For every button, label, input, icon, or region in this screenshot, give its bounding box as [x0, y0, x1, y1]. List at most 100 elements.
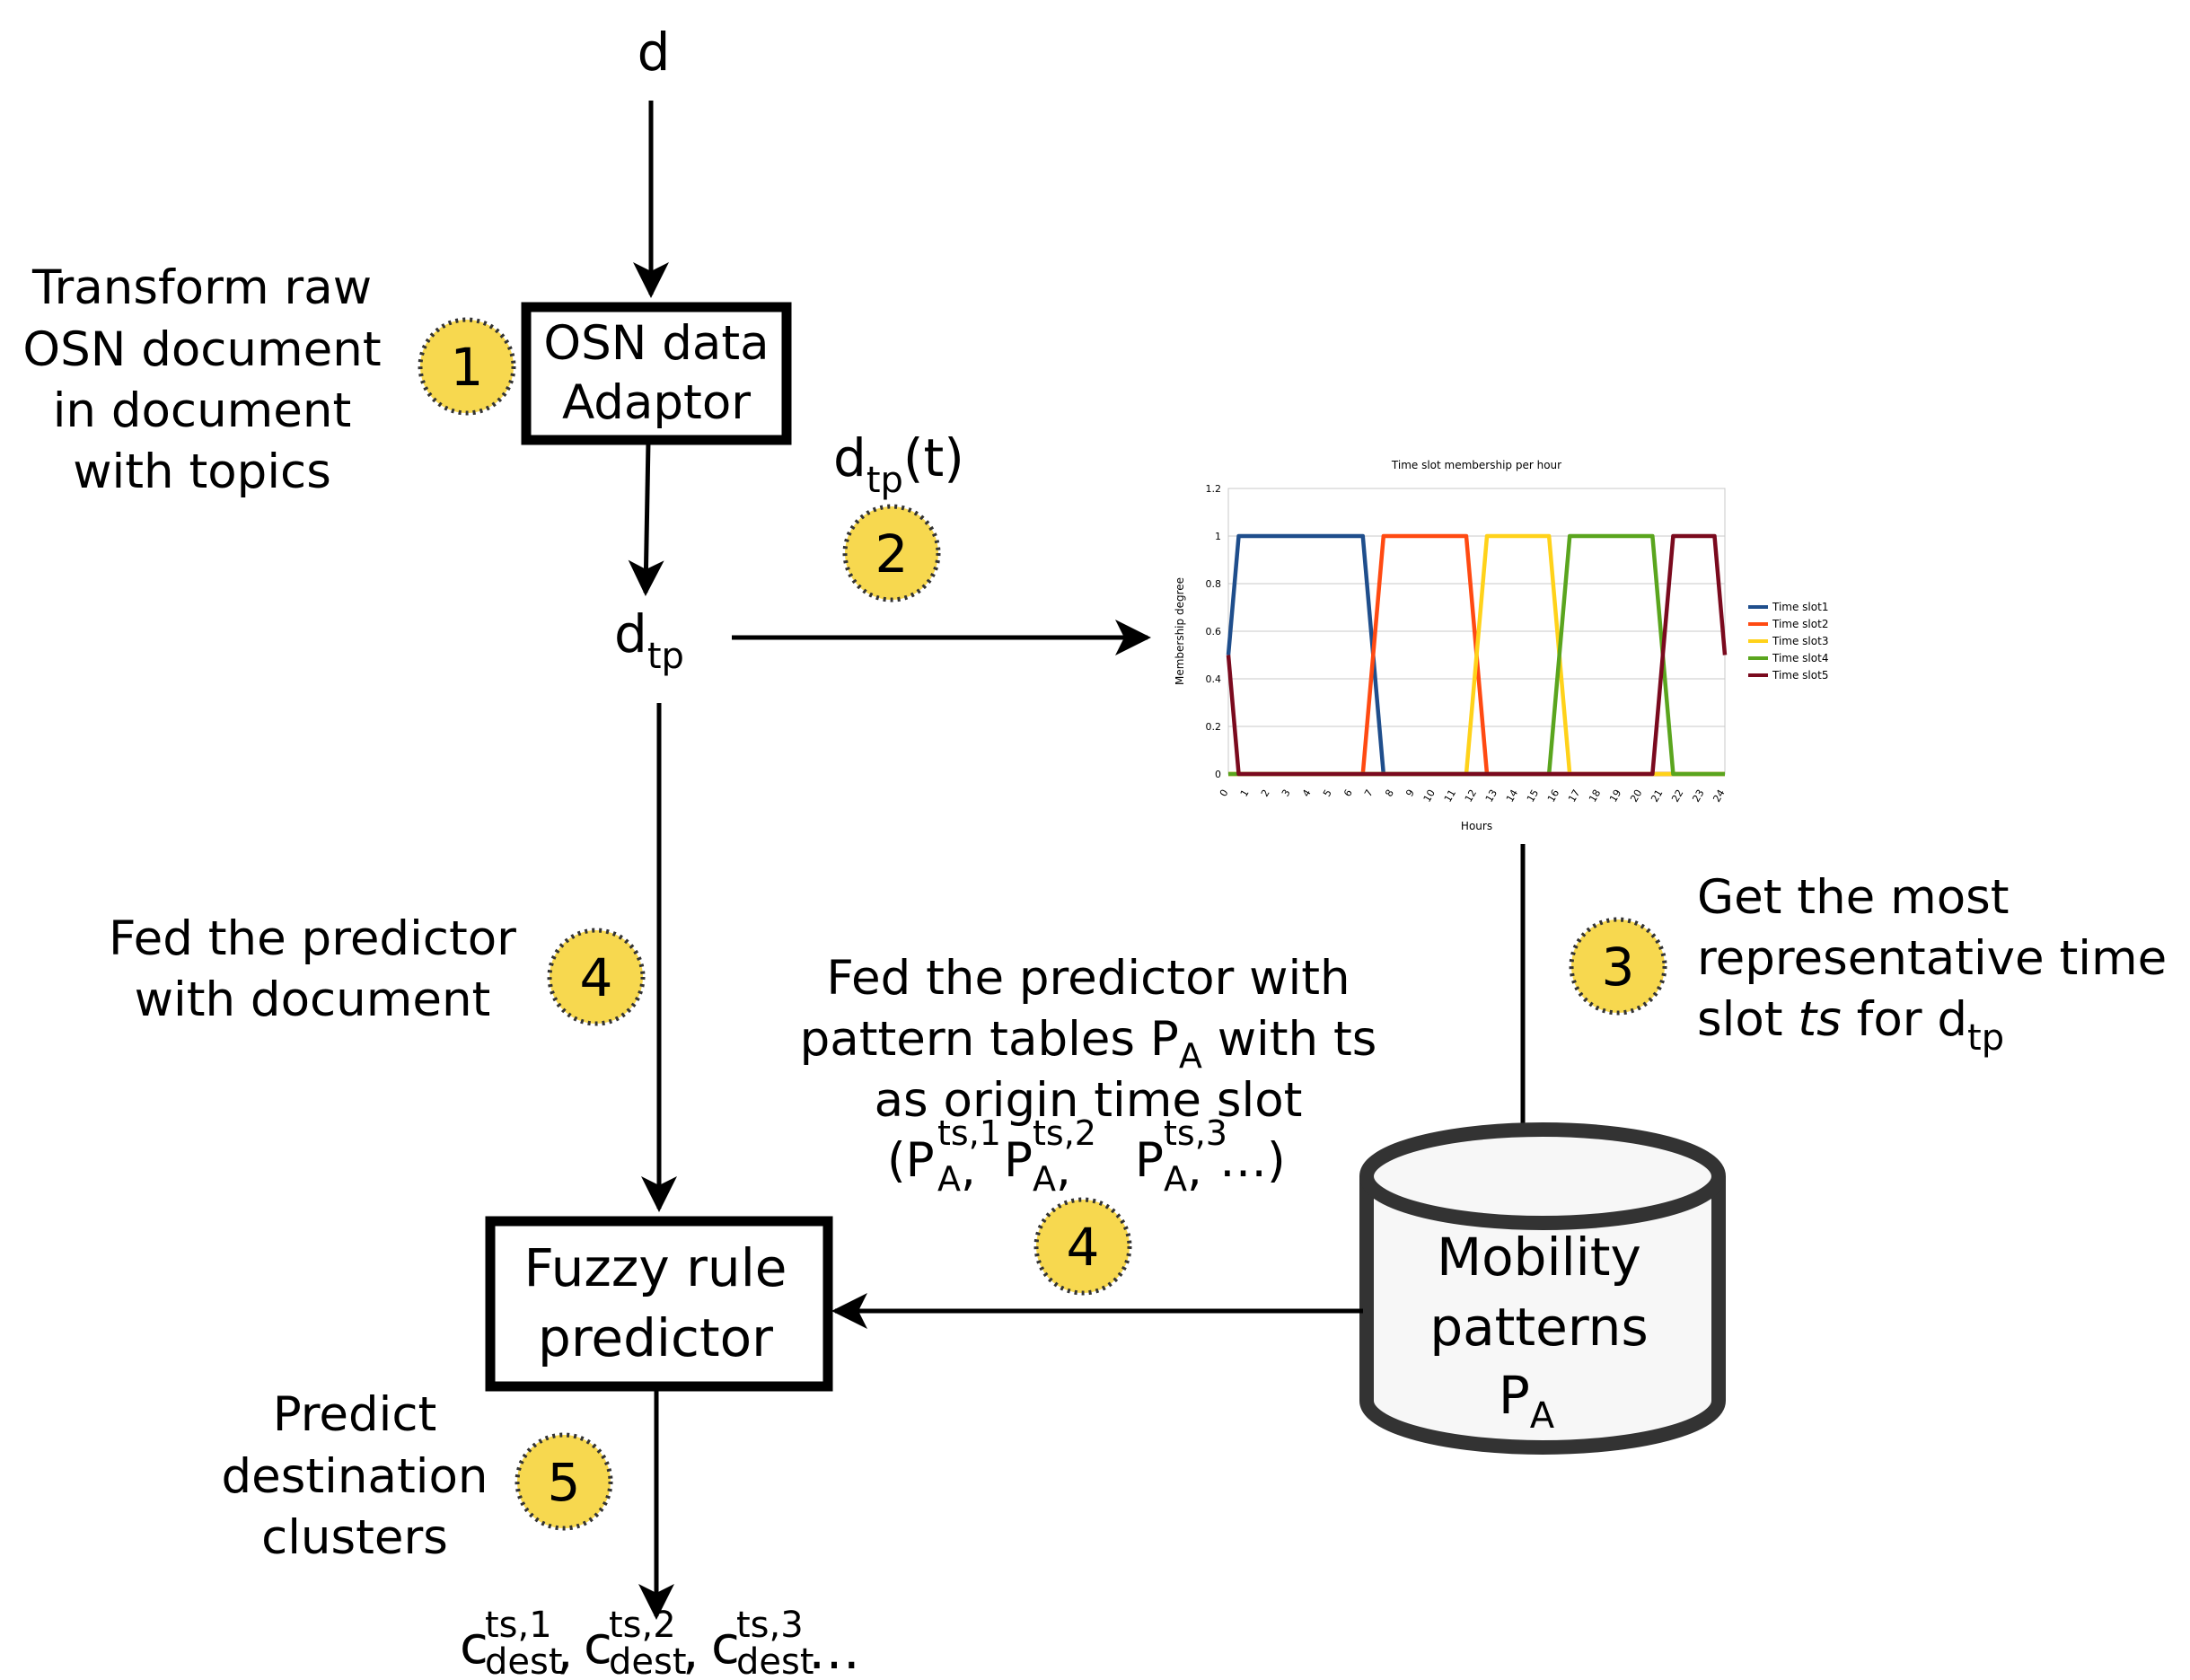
chart-x-tick-label: 24 [1711, 787, 1727, 805]
step-badge-1: 1 [418, 317, 516, 416]
chart-x-tick-label: 6 [1341, 787, 1355, 799]
membership-chart: Time slot membership per hour 0 0.2 0.4 0.6… [1174, 459, 1828, 832]
step5-text-line3: clusters [261, 1510, 448, 1565]
cylinder-body [1359, 1176, 1726, 1455]
dtp-t-arg: (t) [903, 427, 964, 488]
chart-x-tick-label: 22 [1669, 787, 1685, 805]
step3-text-for: for d [1842, 992, 1967, 1047]
step3-description: Get the most representative time slot ts… [1697, 870, 2167, 1059]
step4a-text-line1: Fed the predictor [109, 911, 516, 966]
arrow-adaptor-to-dtp [628, 441, 664, 596]
dtp-t-sub: tp [866, 460, 903, 501]
output-c3-sub: dest [736, 1641, 814, 1680]
step-badge-3-circle [1569, 917, 1667, 1016]
pattern-sup-1: ts,1 [937, 1113, 1001, 1153]
chart-y-tick-label: 0 [1215, 769, 1221, 780]
dtp-node: dtp [614, 603, 684, 677]
cylinder-top [1359, 1122, 1726, 1230]
adaptor-box [521, 302, 792, 445]
chart-x-tick-label: 11 [1442, 787, 1458, 805]
step1-text-line4: with topics [73, 444, 331, 499]
output-tail: … [808, 1620, 860, 1680]
step-badge-2: 2 [842, 504, 941, 603]
step4a-text-line2: with document [135, 972, 491, 1027]
step-badge-5: 5 [515, 1432, 613, 1531]
output-c3: c [711, 1614, 740, 1676]
step4b-text-line2: pattern tables PA with ts [800, 1012, 1377, 1076]
mobility-label-line2: patterns [1429, 1297, 1648, 1358]
pattern-sub-2: A [1033, 1159, 1056, 1199]
step4b-text-line3: as origin time slot [875, 1073, 1303, 1128]
chart-x-tick-label: 8 [1383, 787, 1396, 799]
chart-x-tick-label: 7 [1362, 787, 1376, 799]
dtp-t-base: d [833, 427, 866, 488]
output-c2: c [584, 1614, 612, 1676]
step3-text-slot: slot [1697, 992, 1798, 1047]
step3-text-line1: Get the most [1697, 870, 2010, 925]
step-badge-4b-circle [1033, 1197, 1132, 1296]
chart-x-tick-label: 15 [1525, 787, 1541, 805]
step5-text-line1: Predict [273, 1387, 437, 1442]
chart-x-tick-label: 21 [1649, 787, 1665, 805]
output-c3-sup: ts,3 [736, 1605, 804, 1646]
step1-description: Transform raw OSN document in document w… [22, 260, 381, 499]
step5-text-line2: destination [222, 1449, 488, 1504]
step-badge-2-label: 2 [875, 523, 909, 585]
chart-x-tick-label: 14 [1504, 787, 1520, 805]
output-c2-sup: ts,2 [609, 1605, 676, 1646]
step-badge-4a-label: 4 [580, 947, 613, 1008]
chart-x-tick-label: 16 [1545, 787, 1561, 805]
pattern-close: …) [1219, 1133, 1286, 1188]
chart-legend-label: Time slot5 [1772, 669, 1828, 682]
predictor-label-line2: predictor [538, 1307, 773, 1368]
mobility-label-line1: Mobility [1437, 1227, 1641, 1288]
pattern-comma-1: , [961, 1142, 976, 1197]
chart-x-tick-label: 12 [1463, 787, 1479, 805]
dtp-t-label: dtp(t) [833, 427, 964, 501]
chart-y-tick-label: 0.8 [1206, 578, 1222, 590]
predictor-label-line1: Fuzzy rule [523, 1237, 787, 1298]
output-sep-1: , [557, 1620, 573, 1680]
chart-y-axis-label: Membership degree [1174, 577, 1186, 685]
step1-text-line1: Transform raw [31, 260, 372, 315]
output-c2-sub: dest [609, 1641, 687, 1680]
chart-x-tick-label: 13 [1483, 787, 1500, 805]
pattern-p-2: P [1004, 1133, 1033, 1188]
chart-y-ticks: 0 0.2 0.4 0.6 0.8 1 1.2 [1206, 483, 1222, 780]
pattern-sub-1: A [937, 1159, 961, 1199]
step-badge-5-label: 5 [548, 1452, 581, 1513]
chart-y-tick-label: 0.6 [1206, 626, 1222, 638]
predictor-node: Fuzzy rule predictor [485, 1216, 833, 1392]
chart-x-tick-label: 10 [1421, 787, 1438, 805]
step-badge-4b-label: 4 [1067, 1217, 1100, 1278]
step4b-text-pattern: pattern tables P [800, 1012, 1179, 1067]
chart-y-tick-label: 0.2 [1206, 721, 1222, 733]
chart-x-tick-label: 2 [1259, 787, 1272, 799]
pattern-sup-3: ts,3 [1164, 1113, 1227, 1153]
step-badge-2-circle [842, 504, 941, 603]
chart-x-tick-label: 23 [1690, 787, 1706, 805]
chart-x-tick-label: 0 [1218, 787, 1231, 799]
adaptor-node: OSN data Adaptor [521, 302, 792, 445]
chart-y-tick-label: 1.2 [1206, 483, 1222, 495]
step4b-pattern-list: (P ts,1 A , P ts,2 A , P ts,3 A , …) [887, 1113, 1286, 1199]
step1-text-line3: in document [53, 383, 352, 438]
chart-y-tick-label: 0.4 [1206, 673, 1222, 685]
step-badge-4a: 4 [547, 928, 646, 1026]
chart-title: Time slot membership per hour [1391, 459, 1561, 471]
chart-y-tick-label: 1 [1215, 531, 1221, 542]
step1-text-line2: OSN document [22, 322, 381, 377]
step-badge-1-circle [418, 317, 516, 416]
chart-series-line-5 [1226, 533, 1728, 777]
chart-x-tick-label: 19 [1607, 787, 1623, 805]
pattern-p-3: P [1135, 1133, 1164, 1188]
chart-x-tick-label: 3 [1280, 787, 1293, 799]
chart-x-tick-label: 4 [1300, 787, 1314, 799]
mobility-p: P [1499, 1365, 1530, 1426]
predictor-box [485, 1216, 833, 1392]
chart-legend-label: Time slot4 [1772, 652, 1828, 664]
chart-legend-label: Time slot1 [1772, 601, 1828, 613]
step3-text-line2: representative time [1697, 931, 2167, 986]
